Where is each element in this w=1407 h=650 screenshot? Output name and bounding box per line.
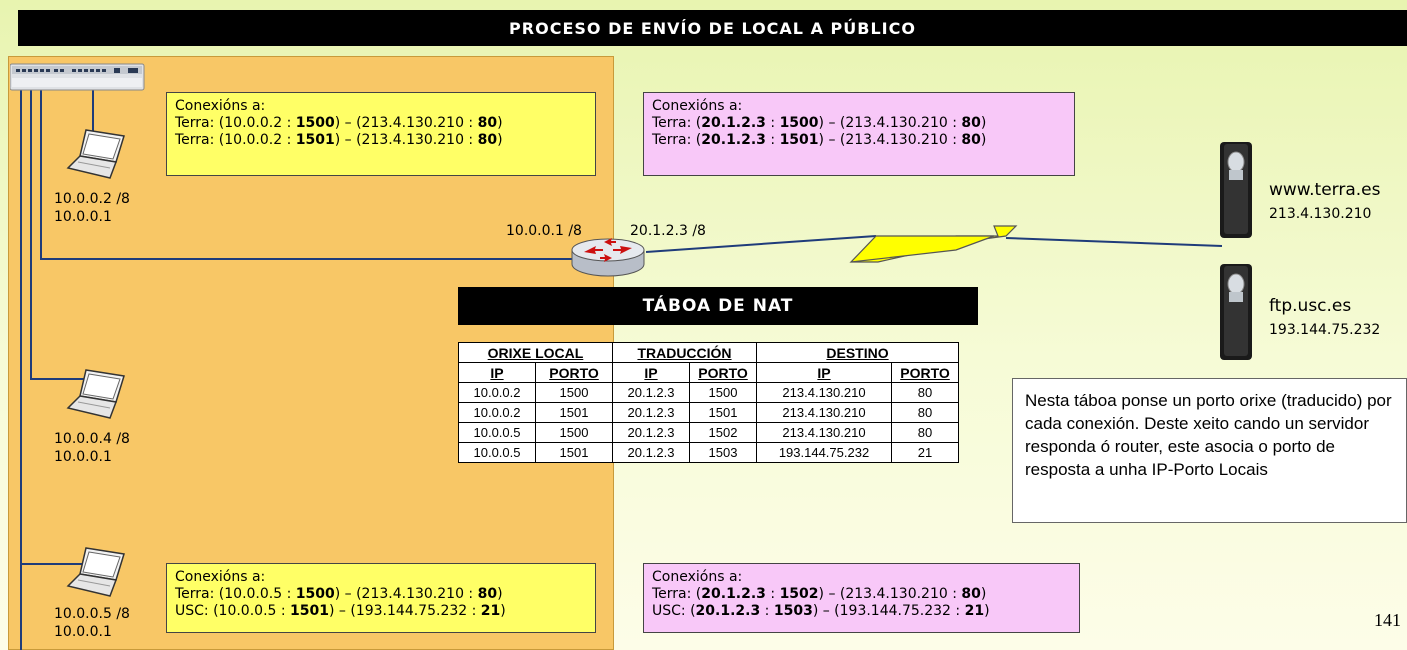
col-header: IP [756, 362, 892, 383]
conn-line: Terra: (10.0.0.2 : 1500) – (213.4.130.21… [175, 115, 503, 131]
host-3-label: 10.0.0.5 /8 10.0.0.1 [54, 605, 130, 641]
nat-table: ORIXE LOCAL TRADUCCIÓN DESTINO IP PORTO … [458, 342, 959, 463]
cell: 10.0.0.2 [458, 402, 536, 423]
host-ip: 10.0.0.5 /8 [54, 606, 130, 622]
explanation-note: Nesta táboa ponse un porto orixe (traduc… [1012, 378, 1407, 523]
cell: 213.4.130.210 [756, 382, 892, 403]
switch-icon [9, 60, 146, 96]
router-outside-ip: 20.1.2.3 /8 [630, 223, 706, 239]
cell: 1500 [689, 382, 757, 403]
server-1-label: www.terra.es 213.4.130.210 [1269, 180, 1381, 222]
server-2-label: ftp.usc.es 193.144.75.232 [1269, 296, 1380, 338]
host-2-label: 10.0.0.4 /8 10.0.0.1 [54, 430, 130, 466]
router-icon [568, 236, 648, 280]
host-gateway: 10.0.0.1 [54, 209, 112, 225]
laptop-icon [66, 128, 132, 180]
wire [40, 258, 572, 260]
server-icon [1216, 140, 1256, 242]
cell: 20.1.2.3 [612, 422, 690, 443]
server-icon [1216, 262, 1256, 364]
cell: 1501 [689, 402, 757, 423]
page-number: 141 [1374, 610, 1401, 630]
group-header: DESTINO [756, 342, 959, 363]
cell: 1503 [689, 442, 757, 463]
local-connections-top: Conexións a: Terra: (10.0.0.2 : 1500) – … [166, 92, 596, 176]
cell: 1501 [535, 442, 613, 463]
router-inside-ip: 10.0.0.1 /8 [506, 223, 582, 239]
nat-table-title: TÁBOA DE NAT [458, 287, 978, 325]
wire [20, 72, 22, 650]
server-name: www.terra.es [1269, 180, 1381, 200]
group-header: ORIXE LOCAL [458, 342, 613, 363]
host-1-label: 10.0.0.2 /8 10.0.0.1 [54, 190, 130, 226]
cell: 213.4.130.210 [756, 402, 892, 423]
conn-line: Terra: (20.1.2.3 : 1500) – (213.4.130.21… [652, 115, 987, 131]
conn-heading: Conexións a: [175, 98, 266, 114]
cell: 1501 [535, 402, 613, 423]
col-header: PORTO [689, 362, 757, 383]
conn-line: USC: (10.0.0.5 : 1501) – (193.144.75.232… [175, 603, 506, 619]
wire [30, 72, 32, 380]
cell: 10.0.0.5 [458, 422, 536, 443]
cell: 80 [891, 382, 959, 403]
conn-heading: Conexións a: [652, 98, 743, 114]
page-title: PROCESO DE ENVÍO DE LOCAL A PÚBLICO [18, 10, 1407, 46]
cell: 80 [891, 422, 959, 443]
public-connections-top: Conexións a: Terra: (20.1.2.3 : 1500) – … [643, 92, 1075, 176]
host-gateway: 10.0.0.1 [54, 449, 112, 465]
col-header: IP [458, 362, 536, 383]
cell: 20.1.2.3 [612, 402, 690, 423]
server-ip: 213.4.130.210 [1269, 206, 1372, 222]
cell: 20.1.2.3 [612, 442, 690, 463]
cell: 193.144.75.232 [756, 442, 892, 463]
conn-line: USC: (20.1.2.3 : 1503) – (193.144.75.232… [652, 603, 990, 619]
col-header: PORTO [891, 362, 959, 383]
col-header: PORTO [535, 362, 613, 383]
cell: 213.4.130.210 [756, 422, 892, 443]
server-ip: 193.144.75.232 [1269, 322, 1381, 338]
cell: 1502 [689, 422, 757, 443]
cell: 80 [891, 402, 959, 423]
group-header: TRADUCCIÓN [612, 342, 757, 363]
local-connections-bottom: Conexións a: Terra: (10.0.0.5 : 1500) – … [166, 563, 596, 633]
col-header: IP [612, 362, 690, 383]
cell: 21 [891, 442, 959, 463]
server-name: ftp.usc.es [1269, 296, 1352, 316]
conn-heading: Conexións a: [175, 569, 266, 585]
laptop-icon [66, 546, 132, 598]
cell: 10.0.0.5 [458, 442, 536, 463]
cell: 10.0.0.2 [458, 382, 536, 403]
cell: 1500 [535, 382, 613, 403]
host-ip: 10.0.0.4 /8 [54, 431, 130, 447]
conn-line: Terra: (10.0.0.2 : 1501) – (213.4.130.21… [175, 132, 503, 148]
cell: 1500 [535, 422, 613, 443]
host-gateway: 10.0.0.1 [54, 624, 112, 640]
host-ip: 10.0.0.2 /8 [54, 191, 130, 207]
wire [30, 378, 100, 380]
conn-line: Terra: (10.0.0.5 : 1500) – (213.4.130.21… [175, 586, 503, 602]
laptop-icon [66, 368, 132, 420]
wire [20, 563, 90, 565]
cell: 20.1.2.3 [612, 382, 690, 403]
public-connections-bottom: Conexións a: Terra: (20.1.2.3 : 1502) – … [643, 563, 1080, 633]
conn-line: Terra: (20.1.2.3 : 1502) – (213.4.130.21… [652, 586, 987, 602]
conn-line: Terra: (20.1.2.3 : 1501) – (213.4.130.21… [652, 132, 987, 148]
wire [40, 72, 42, 260]
conn-heading: Conexións a: [652, 569, 743, 585]
wan-link-icon [645, 222, 1223, 268]
wire [92, 80, 94, 136]
